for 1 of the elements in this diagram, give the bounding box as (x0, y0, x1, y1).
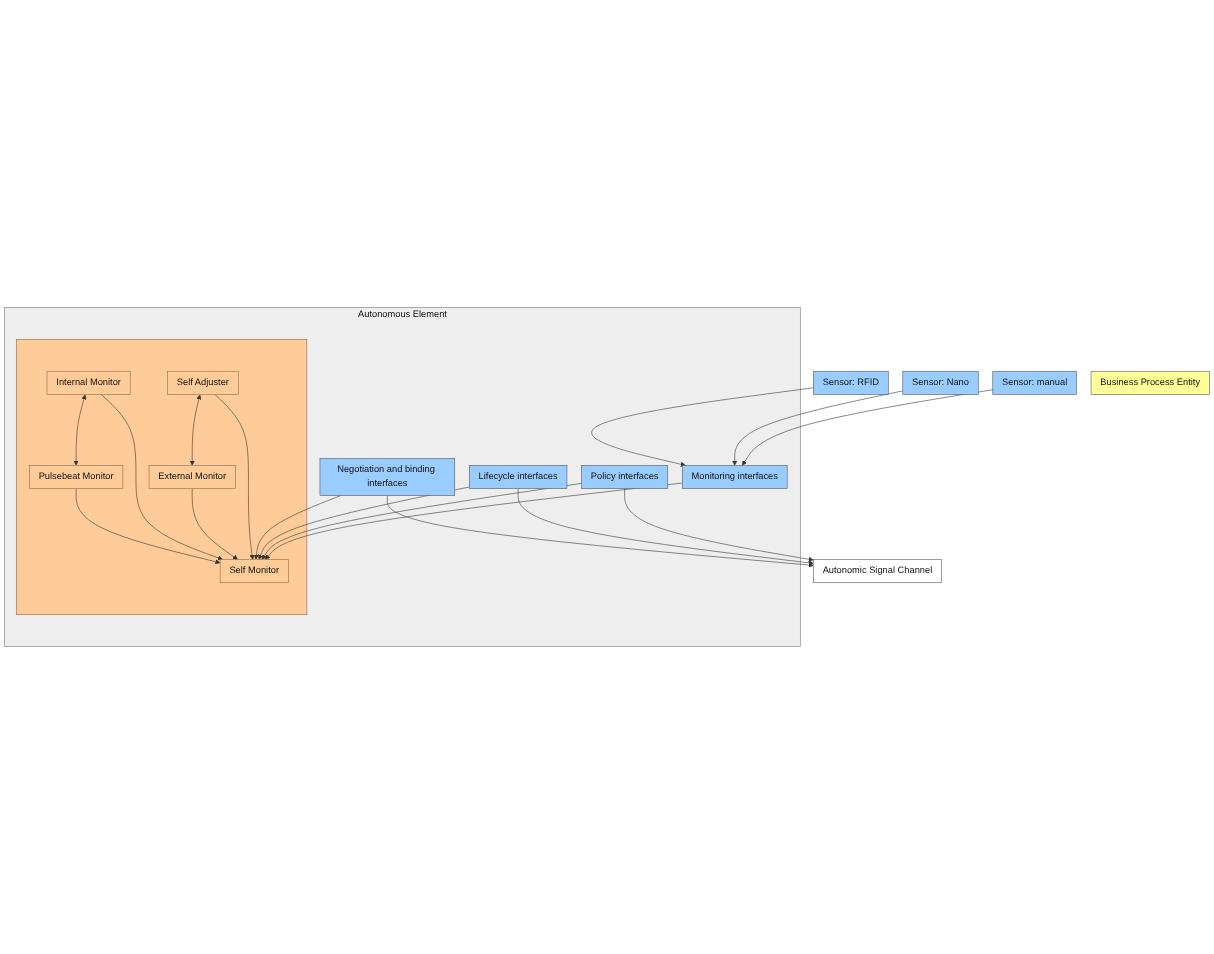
cluster (16, 339, 308, 615)
